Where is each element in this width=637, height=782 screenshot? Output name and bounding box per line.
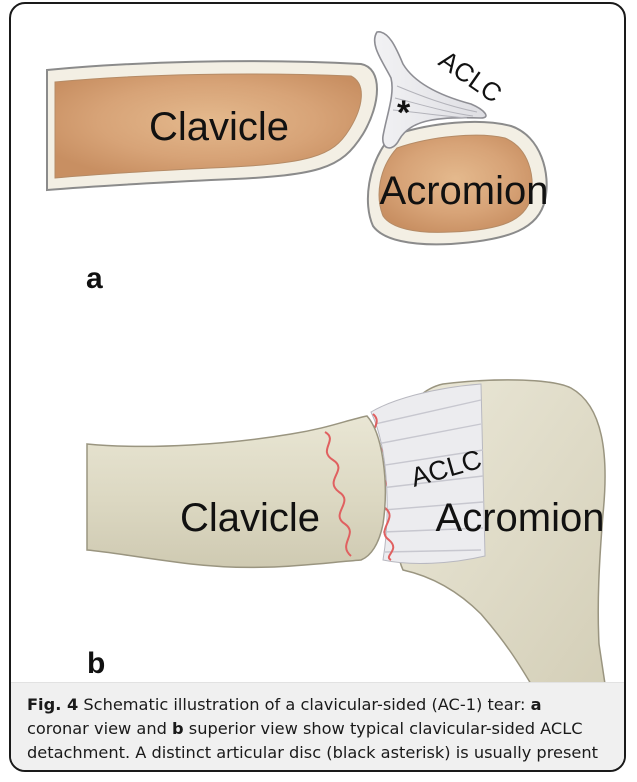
clavicle-b-bone <box>87 416 385 567</box>
illustration: Clavicle Acromion ACLC * Clavicle Acromi… <box>11 4 624 684</box>
acromion-label-a: Acromion <box>380 169 549 213</box>
clavicle-label-b: Clavicle <box>180 496 320 540</box>
caption-text-1: Schematic illustration of a clavicular-s… <box>78 695 530 714</box>
clavicle-label-a: Clavicle <box>149 105 289 149</box>
figure-caption: Fig. 4 Schematic illustration of a clavi… <box>11 682 624 772</box>
asterisk-marker: * <box>397 94 411 132</box>
panel-a-letter: a <box>86 264 103 294</box>
caption-fig-label: Fig. 4 <box>27 695 78 714</box>
panel-b-letter: b <box>87 649 105 679</box>
caption-b-ref: b <box>172 719 184 738</box>
caption-text-2: coronar view and <box>27 719 172 738</box>
acromion-label-b: Acromion <box>436 496 605 540</box>
caption-a-ref: a <box>531 695 542 714</box>
figure-frame: Clavicle Acromion ACLC * Clavicle Acromi… <box>9 2 626 772</box>
